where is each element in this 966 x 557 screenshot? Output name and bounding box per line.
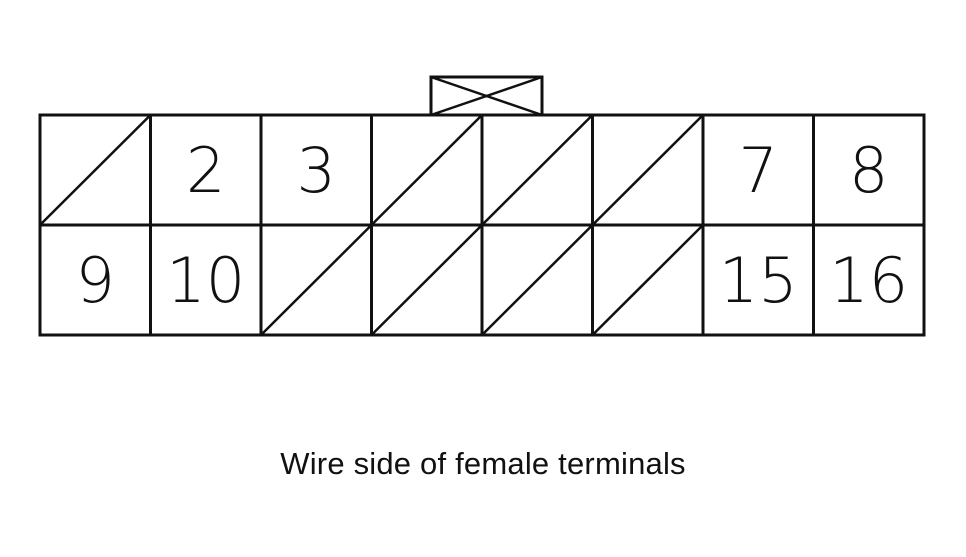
unused-slash	[370, 114, 483, 226]
unused-slash	[260, 224, 373, 336]
unused-slash	[39, 114, 152, 226]
locking-tab-cross-line	[430, 75, 543, 117]
terminal-cavity-unused	[480, 113, 594, 227]
terminal-number-label: 15	[719, 244, 798, 317]
terminal-cavity: 3	[259, 113, 373, 227]
terminal-number-label: 7	[739, 134, 778, 207]
unused-slash	[481, 224, 594, 336]
terminal-cavity-unused	[370, 113, 484, 227]
terminal-cavity: 16	[812, 223, 926, 337]
terminal-cavity: 8	[812, 113, 926, 227]
unused-slash	[370, 224, 483, 336]
terminal-cavity-unused	[370, 223, 484, 337]
terminal-cavity: 2	[149, 113, 263, 227]
diagram-caption: Wire side of female terminals	[280, 446, 686, 481]
terminal-number-label: 3	[297, 134, 336, 207]
terminal-number-label: 2	[186, 134, 225, 207]
terminal-cavity: 15	[701, 223, 815, 337]
terminal-cavity: 10	[149, 223, 263, 337]
terminal-cavity: 7	[701, 113, 815, 227]
unused-slash	[591, 224, 704, 336]
terminal-number-label: 16	[829, 244, 908, 317]
terminal-cavity-unused	[480, 223, 594, 337]
terminal-cavity-unused	[38, 113, 152, 227]
terminal-cavity-outline	[812, 223, 926, 337]
unused-slash	[591, 114, 704, 226]
terminal-number-label: 10	[166, 244, 245, 317]
unused-slash	[481, 114, 594, 226]
terminal-number-label: 9	[76, 244, 115, 317]
terminal-number-label: 8	[849, 134, 888, 207]
terminal-cavity: 9	[38, 223, 152, 337]
terminal-cavity-unused	[591, 223, 705, 337]
terminal-cavity-unused	[259, 223, 373, 337]
terminal-cavity-unused	[591, 113, 705, 227]
locking-tab	[429, 75, 544, 117]
